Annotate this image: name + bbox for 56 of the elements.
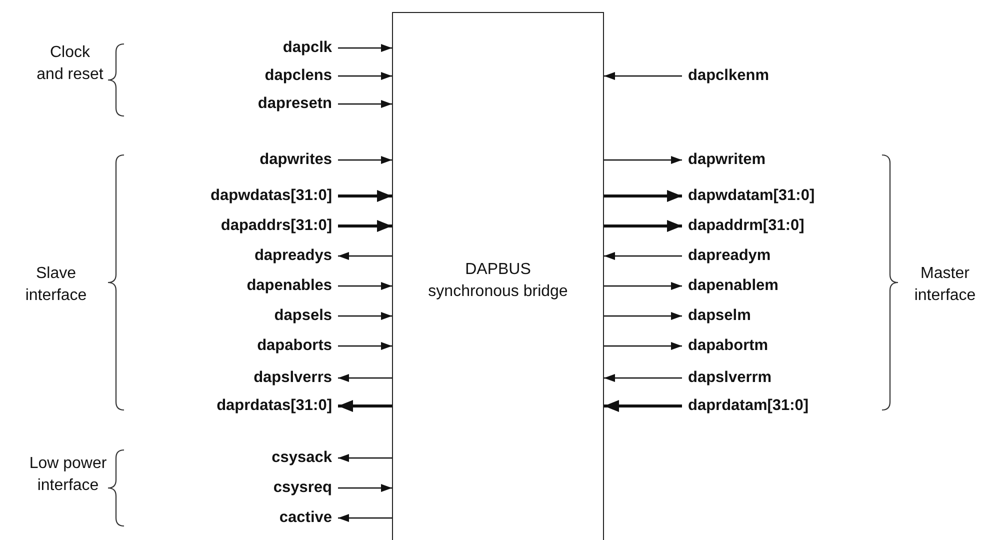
signal-name: daprdatam[31:0] [688,396,870,416]
arrow [604,312,682,320]
signal-name: dapreadys [130,246,332,266]
signal-name: dapresetn [130,94,332,114]
arrow [338,484,392,492]
arrow [338,44,392,52]
signal-name: dapwrites [130,150,332,170]
arrow [604,190,682,202]
arrow [338,374,392,382]
arrow [338,282,392,290]
signal-name: dapwritem [688,150,870,170]
signal-name: dapenablem [688,276,870,296]
signal-name: dapselm [688,306,870,326]
signal-name: dapclens [130,66,332,86]
arrow [604,72,682,80]
signal-name: dapslverrm [688,368,870,388]
group-label: Low power interface [28,454,108,496]
arrow [604,156,682,164]
arrow [338,100,392,108]
arrow [338,342,392,350]
signal-name: dapaborts [130,336,332,356]
signal-name: dapclkenm [688,66,870,86]
arrow [338,190,392,202]
arrow [604,220,682,232]
group-label: Master interface [913,264,977,306]
arrow [338,454,392,462]
signal-name: dapaddrm[31:0] [688,216,870,236]
signal-name: dapwdatas[31:0] [130,186,332,206]
arrow [604,282,682,290]
arrow [338,220,392,232]
signal-name: dapenables [130,276,332,296]
arrow [604,374,682,382]
signal-name: daprdatas[31:0] [130,396,332,416]
arrow [604,400,682,412]
arrow [604,252,682,260]
signal-name: dapaddrs[31:0] [130,216,332,236]
signal-name: dapreadym [688,246,870,266]
signal-name: dapslverrs [130,368,332,388]
signal-name: dapsels [130,306,332,326]
signal-name: cactive [130,508,332,528]
signal-name: dapabortm [688,336,870,356]
signal-name: csysack [130,448,332,468]
arrow [604,342,682,350]
signal-name: dapwdatam[31:0] [688,186,870,206]
group-label: Clock and reset [36,43,104,85]
arrow [338,156,392,164]
arrow [338,252,392,260]
signal-name: dapclk [130,38,332,58]
group-label: Slave interface [24,264,88,306]
block-title: DAPBUS synchronous bridge [427,260,569,302]
arrow [338,400,392,412]
bridge-block [392,12,604,540]
arrow [338,72,392,80]
signal-name: csysreq [130,478,332,498]
arrow [338,514,392,522]
arrow [338,312,392,320]
